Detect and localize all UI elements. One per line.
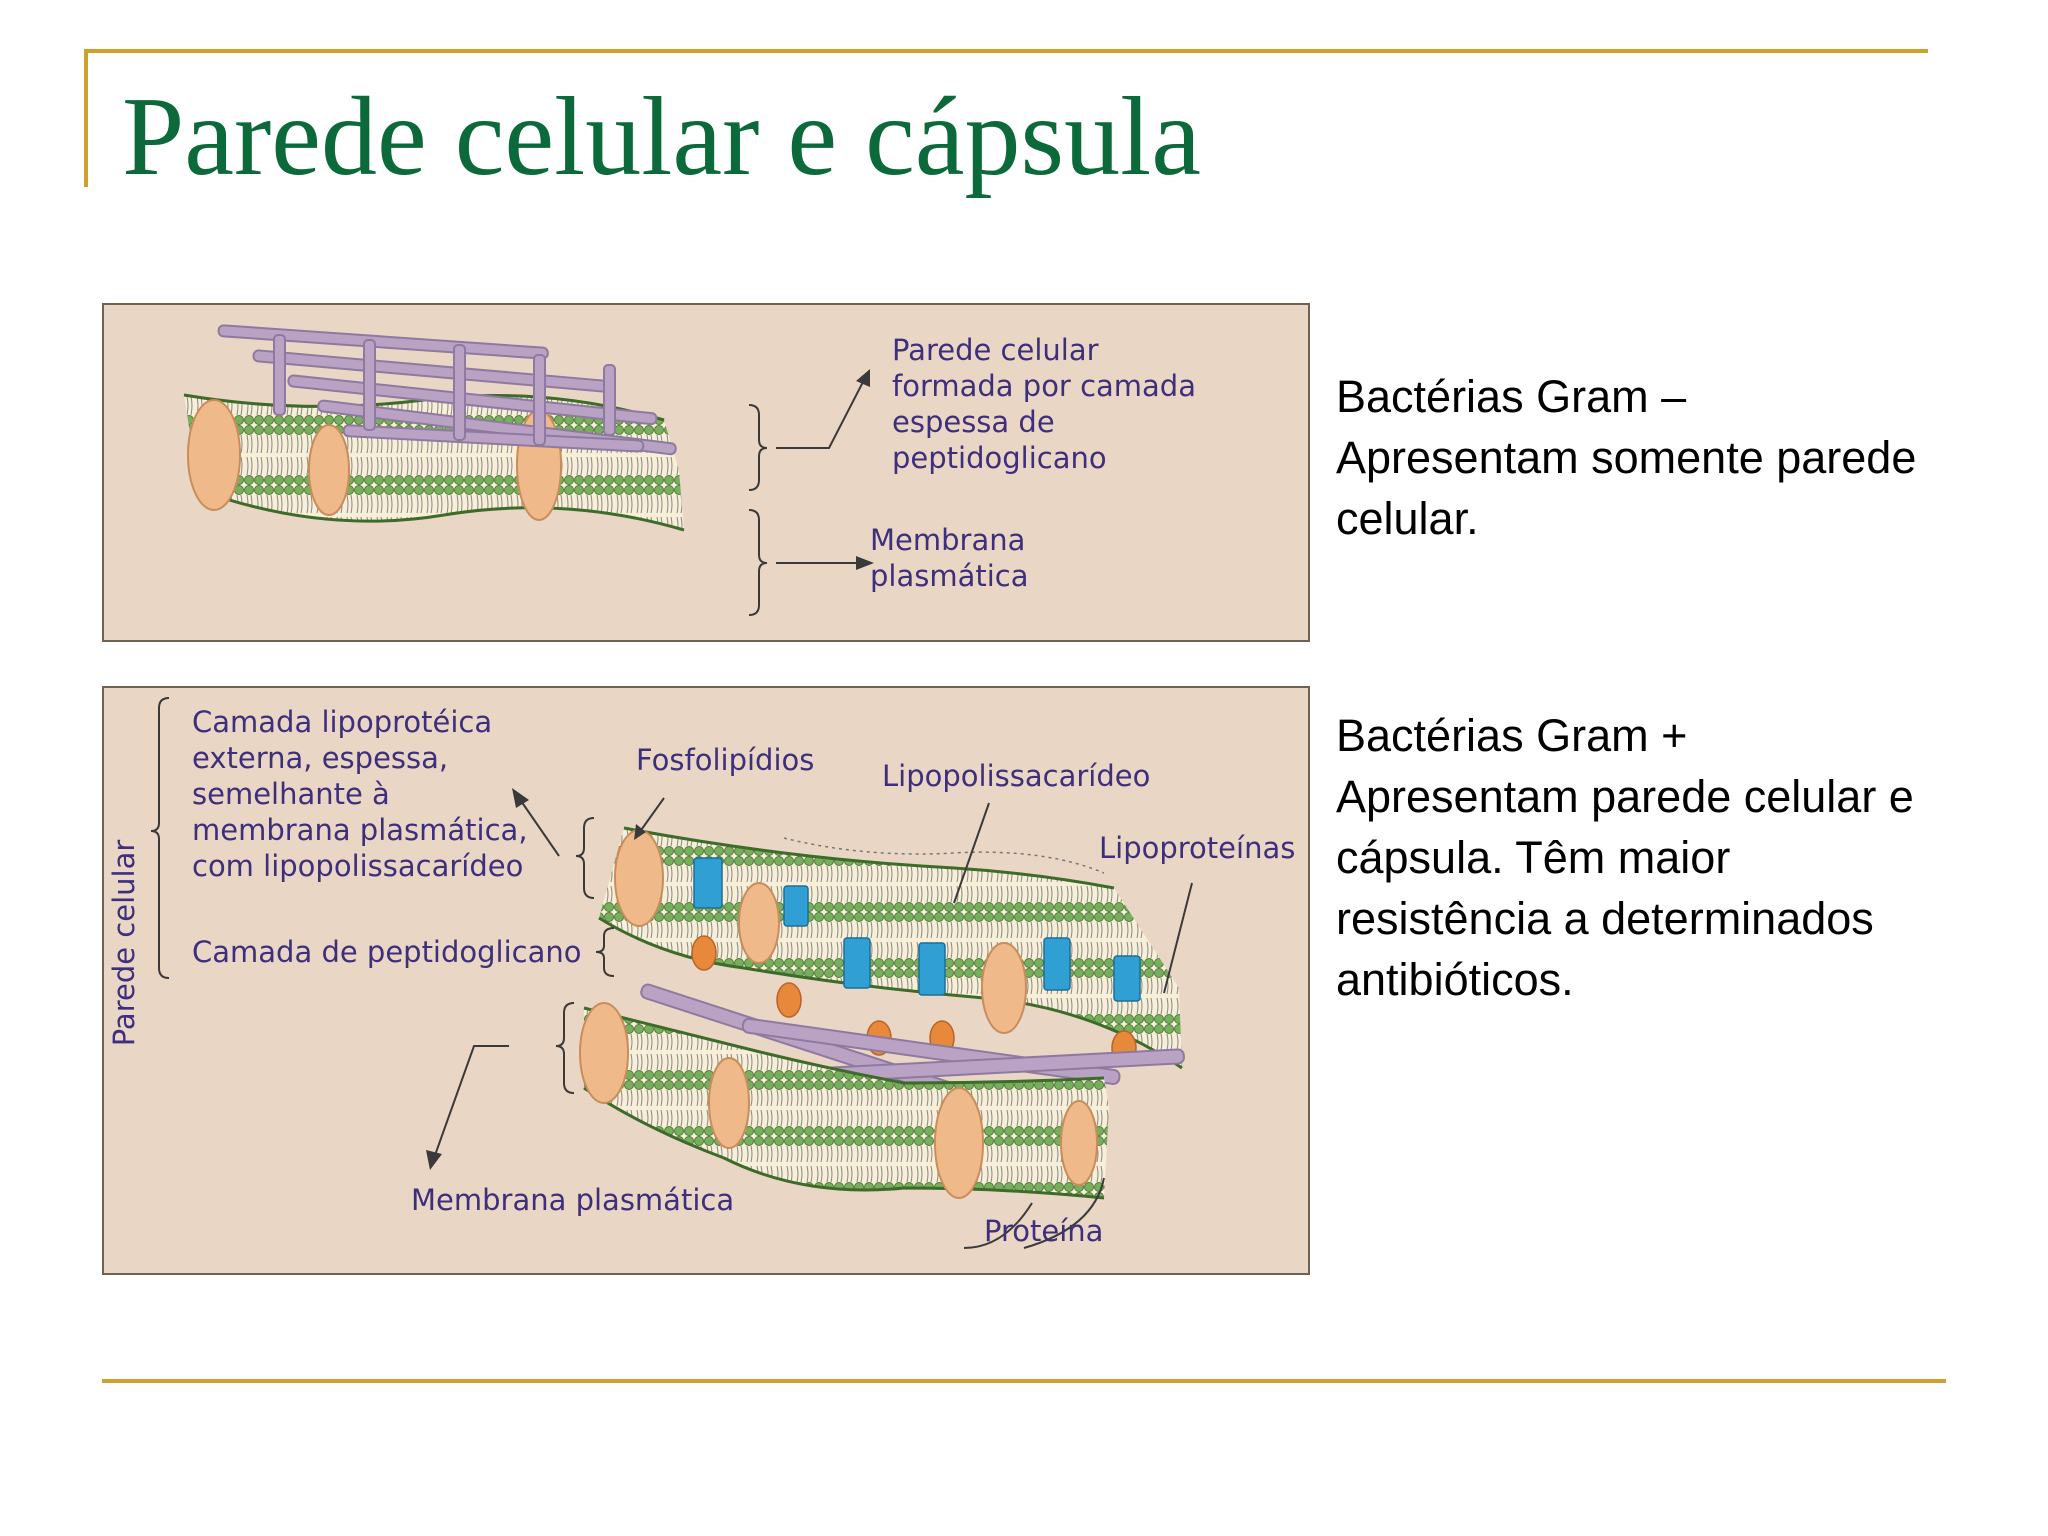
diagram-bottom-panel: Parede celular Camada lipoprotéica exter… [102, 686, 1310, 1275]
arrow-head-phospholipids [634, 824, 646, 840]
side-label-wall: Parede celular [107, 840, 141, 1047]
slide-title: Parede celular e cápsula [122, 75, 1201, 199]
diagram-top-panel: Parede celular formada por camada espess… [102, 303, 1310, 642]
label-wall-line1: Parede celular [892, 333, 1099, 367]
label-wall-line2: formada por camada [892, 369, 1196, 403]
bottom-rule [102, 1379, 1946, 1383]
inner-proteins [579, 1002, 1098, 1199]
gram-positive-line4: resistência a determinados [1336, 893, 1874, 944]
diagram-bottom-illustration: Parede celular Camada lipoprotéica exter… [107, 697, 1295, 1249]
label-membrane-line1: Membrana [870, 523, 1025, 557]
label-membrane-line2: plasmática [870, 559, 1029, 593]
top-rule [84, 49, 1928, 53]
label-outer-line2: externa, espessa, [192, 741, 448, 775]
peptidoglycan-strands [640, 983, 1185, 1108]
lipoproteins [693, 857, 1141, 1002]
gram-positive-line1: Bactérias Gram + [1336, 710, 1688, 761]
label-outer-line4: membrana plasmática, [192, 813, 528, 847]
arrow-head-membrane-bottom [426, 1150, 442, 1170]
gram-positive-line3: cápsula. Têm maior [1336, 832, 1731, 883]
label-plasma-membrane: Membrana plasmática [411, 1183, 734, 1217]
label-outer-line3: semelhante à [192, 777, 390, 811]
gram-negative-line3: celular. [1336, 493, 1479, 544]
outer-membrane-band [598, 826, 1183, 1070]
peptidoglycan-lattice [217, 324, 677, 456]
gram-negative-description: Bactérias Gram – Apresentam somente pare… [1336, 366, 2016, 549]
label-peptidoglycan: Camada de peptidoglicano [192, 935, 582, 969]
gram-positive-description: Bactérias Gram + Apresentam parede celul… [1336, 705, 2016, 1010]
gram-negative-line1: Bactérias Gram – [1336, 371, 1687, 422]
diagram-top-illustration: Parede celular formada por camada espess… [183, 324, 1196, 616]
label-lipopolysaccharide: Lipopolissacarídeo [882, 759, 1150, 793]
gram-negative-line2: Apresentam somente parede [1336, 432, 1917, 483]
gram-positive-line2: Apresentam parede celular e [1336, 771, 1914, 822]
bottom-braces [150, 697, 1193, 1249]
label-wall-line3: espessa de [892, 405, 1055, 439]
label-outer-line1: Camada lipoprotéica [192, 705, 492, 739]
left-rule [84, 49, 88, 187]
label-protein: Proteína [984, 1214, 1103, 1248]
arrow-head-wall [856, 369, 870, 387]
top-braces [748, 379, 865, 616]
outer-proteins [614, 829, 1027, 1034]
arrow-head-membrane [856, 556, 874, 570]
label-phospholipids: Fosfolipídios [636, 743, 814, 777]
label-outer-line5: com lipopolissacarídeo [192, 849, 523, 883]
label-wall-line4: peptidoglicano [892, 441, 1107, 475]
gram-positive-line5: antibióticos. [1336, 954, 1574, 1005]
arrow-head-outer [512, 788, 529, 808]
label-lipoproteins: Lipoproteínas [1099, 831, 1295, 865]
